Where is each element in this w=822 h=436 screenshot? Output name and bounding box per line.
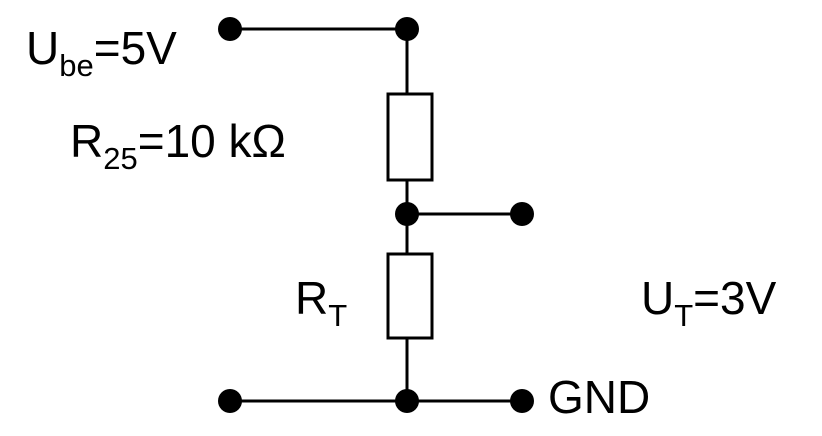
label-fixed-resistor-main: R [70,115,103,167]
resistor-rt [386,252,434,340]
label-output-voltage-sub: T [674,298,693,333]
label-thermistor-main: R [295,272,328,324]
resistor-r25 [386,92,434,182]
label-thermistor-sub: T [328,298,347,333]
label-thermistor: RT [295,272,347,333]
junction-top [395,17,419,41]
label-input-voltage: Ube=5V [26,22,177,83]
terminal-input [218,17,242,41]
terminal-bottom-left [218,389,242,413]
junction-middle [395,202,419,226]
label-fixed-resistor: R25=10 kΩ [70,115,286,176]
label-output-voltage: UT=3V [641,272,777,333]
label-ground: GND [548,371,650,423]
label-input-voltage-sub: be [59,48,93,83]
label-fixed-resistor-sub: 25 [103,141,137,176]
label-output-voltage-main: U [641,272,674,324]
terminal-output [510,202,534,226]
label-input-voltage-main: U [26,22,59,74]
label-fixed-resistor-rest: =10 kΩ [138,115,286,167]
terminal-ground [510,389,534,413]
label-input-voltage-rest: =5V [94,22,177,74]
label-output-voltage-rest: =3V [693,272,776,324]
junction-bottom [395,389,419,413]
